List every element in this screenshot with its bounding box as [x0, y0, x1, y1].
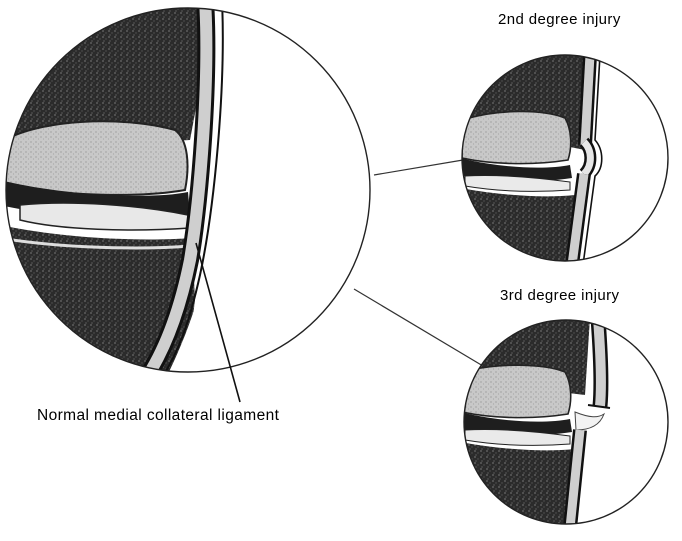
- label-second-degree: 2nd degree injury: [498, 11, 621, 28]
- second-degree-view: [460, 55, 680, 265]
- connector-line-bottom: [354, 289, 483, 366]
- label-third-degree: 3rd degree injury: [500, 287, 619, 304]
- connector-line-top: [374, 160, 463, 175]
- label-normal-ligament: Normal medial collateral ligament: [37, 407, 279, 425]
- third-degree-view: [460, 318, 670, 528]
- main-knee-view: [0, 0, 380, 380]
